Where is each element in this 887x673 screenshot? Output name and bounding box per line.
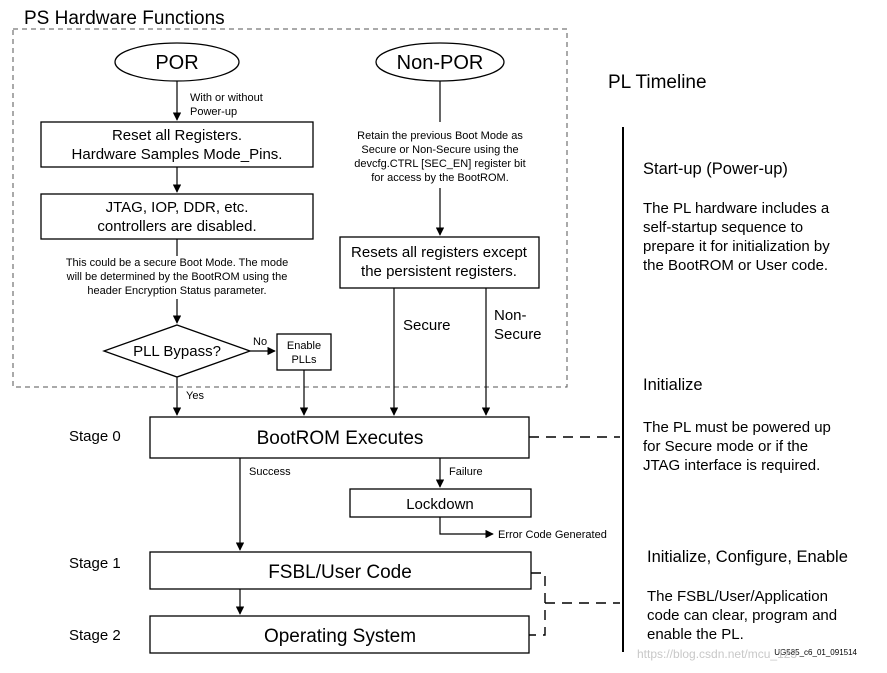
resets-except-line-1: Resets all registers except xyxy=(351,244,528,261)
os-box xyxy=(149,615,530,654)
retain-note-4: for access by the BootROM. xyxy=(371,172,509,184)
startup-text-4: the BootROM or User code. xyxy=(643,257,828,274)
resets-registers-except-box xyxy=(339,236,540,289)
pll-bypass-label: PLL Bypass? xyxy=(133,343,221,360)
watermark: https://blog.csdn.net/mcu_123 xyxy=(637,647,797,661)
startup-heading: Start-up (Power-up) xyxy=(643,160,788,178)
enable-plls-line-2: PLLs xyxy=(291,354,317,366)
retain-note-1: Retain the previous Boot Mode as xyxy=(357,130,523,142)
ps-hardware-title: PS Hardware Functions xyxy=(24,8,225,29)
secure-mode-note-3: header Encryption Status parameter. xyxy=(87,285,266,297)
power-up-note-1: With or without xyxy=(190,92,263,104)
success-label: Success xyxy=(249,466,291,478)
initialize-text-2: for Secure mode or if the xyxy=(643,438,808,455)
lockdown-box xyxy=(349,488,532,518)
ps-hardware-region xyxy=(12,28,568,388)
config-text-1: The FSBL/User/Application xyxy=(647,588,828,605)
startup-text-2: self-startup sequence to xyxy=(643,219,803,236)
initialize-heading: Initialize xyxy=(643,376,703,394)
error-code-label: Error Code Generated xyxy=(498,529,607,541)
stage-2-label: Stage 2 xyxy=(69,627,121,644)
secure-label: Secure xyxy=(403,317,451,334)
non-secure-label-1: Non- xyxy=(494,307,527,324)
initialize-text-3: JTAG interface is required. xyxy=(643,457,820,474)
retain-note-3: devcfg.CTRL [SEC_EN] register bit xyxy=(354,158,525,170)
yes-label: Yes xyxy=(186,390,204,402)
no-label: No xyxy=(253,336,267,348)
stage-0-label: Stage 0 xyxy=(69,428,121,445)
reset-registers-line-1: Reset all Registers. xyxy=(112,127,242,144)
bootrom-box xyxy=(149,416,530,459)
startup-text-1: The PL hardware includes a xyxy=(643,200,830,217)
config-text-2: code can clear, program and xyxy=(647,607,837,624)
non-por-label: Non-POR xyxy=(397,52,484,74)
config-text-3: enable the PL. xyxy=(647,626,744,643)
reset-registers-box xyxy=(40,121,314,168)
startup-text-3: prepare it for initialization by xyxy=(643,238,830,255)
controllers-disabled-line-2: controllers are disabled. xyxy=(97,218,256,235)
resets-except-line-2: the persistent registers. xyxy=(361,263,517,280)
os-label: Operating System xyxy=(264,626,416,647)
controllers-disabled-line-1: JTAG, IOP, DDR, etc. xyxy=(106,199,249,216)
fsbl-box xyxy=(149,551,532,590)
controllers-disabled-box xyxy=(40,193,314,240)
reset-registers-line-2: Hardware Samples Mode_Pins. xyxy=(72,146,283,163)
secure-mode-note-2: will be determined by the BootROM using … xyxy=(66,271,288,283)
power-up-note-2: Power-up xyxy=(190,106,237,118)
config-heading: Initialize, Configure, Enable xyxy=(647,548,848,566)
initialize-text-1: The PL must be powered up xyxy=(643,419,831,436)
enable-plls-line-1: Enable xyxy=(287,340,321,352)
failure-label: Failure xyxy=(449,466,483,478)
bootrom-label: BootROM Executes xyxy=(257,428,424,449)
fsbl-os-bracket xyxy=(529,572,546,636)
enable-plls-box xyxy=(276,333,332,371)
figure-code: UG585_c6_01_091514 xyxy=(774,648,857,657)
stage-1-label: Stage 1 xyxy=(69,555,121,572)
pl-timeline-title: PL Timeline xyxy=(608,72,707,93)
non-secure-label-2: Secure xyxy=(494,326,542,343)
retain-note-2: Secure or Non-Secure using the xyxy=(361,144,518,156)
secure-mode-note-1: This could be a secure Boot Mode. The mo… xyxy=(66,257,288,269)
fsbl-label: FSBL/User Code xyxy=(268,562,412,583)
lockdown-label: Lockdown xyxy=(406,496,474,513)
por-label: POR xyxy=(155,52,198,74)
